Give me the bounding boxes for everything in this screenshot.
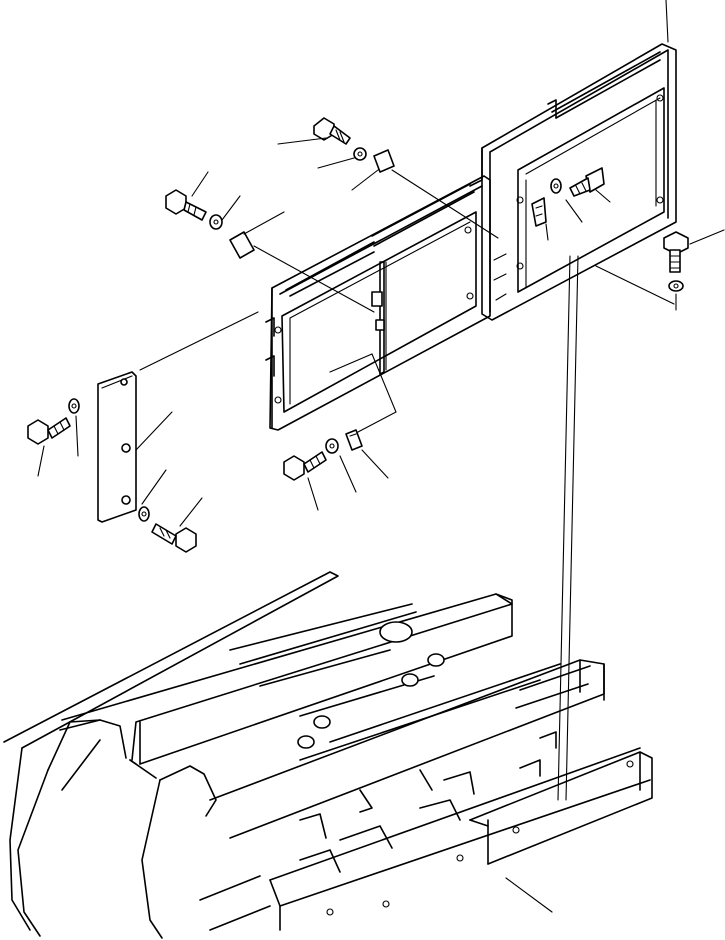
bolt-right [663,231,689,273]
bolt-left-lower [27,417,71,445]
panel-large [469,43,677,321]
bolt-panel [569,167,605,197]
frame [3,571,653,939]
assembly-lines [253,169,675,801]
washers [68,147,684,522]
bolt-bottom-left [151,523,197,553]
latch-upper [531,197,547,227]
gasket-top [373,149,395,173]
bolt-left-upper [165,189,207,221]
bolt-bottom-center [283,451,327,481]
panel-small [265,175,491,431]
gasket-left [229,231,255,259]
leader-lines [37,0,725,913]
latch-lower [345,429,363,451]
bolt-top [313,117,351,145]
spacer-plate [97,371,137,523]
